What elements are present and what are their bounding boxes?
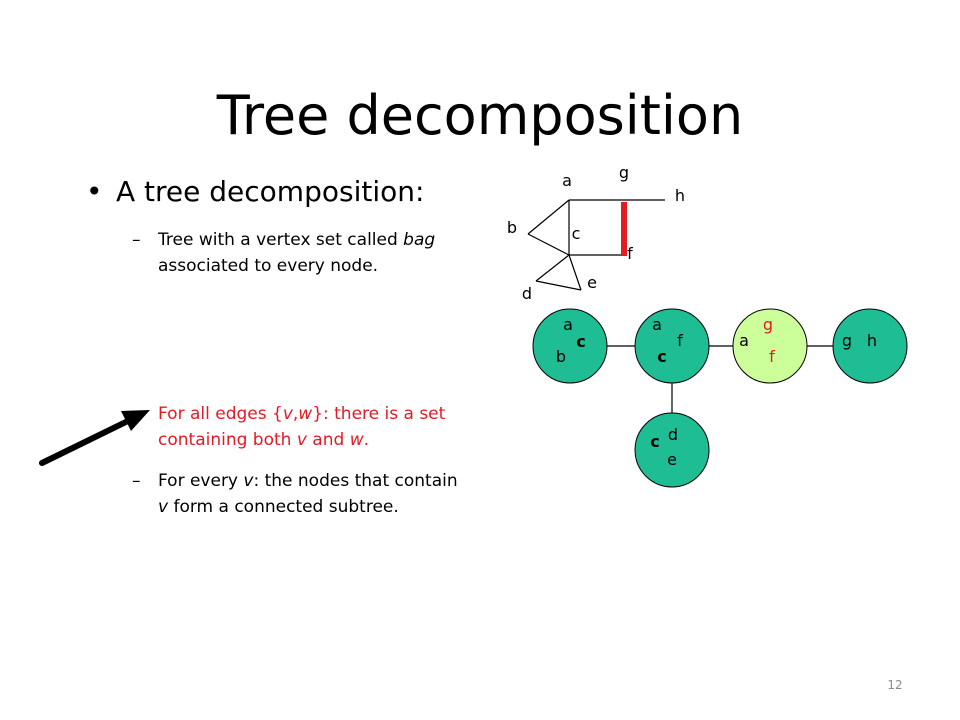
bag-agf-label-g: g bbox=[763, 315, 773, 334]
bag-agf-label-a: a bbox=[739, 331, 749, 350]
vertex-d-label: d bbox=[522, 284, 532, 303]
bag-abc-label-b: b bbox=[556, 347, 566, 366]
text-segment: bag bbox=[403, 230, 436, 250]
bag-abc-label-a: a bbox=[563, 315, 573, 334]
bag-cde-label-d: d bbox=[668, 425, 678, 444]
bag-acf-circle bbox=[634, 308, 710, 384]
edge-c-e bbox=[568, 254, 582, 291]
bag-cde-circle bbox=[634, 412, 710, 488]
bag-abc: a c b bbox=[532, 308, 608, 384]
bag-acf-label-f: f bbox=[677, 331, 683, 350]
vertex-g-label: g bbox=[619, 163, 629, 182]
point-edges-text: For all edges {v,w}: there is a set cont… bbox=[158, 401, 462, 453]
edge-c-d bbox=[535, 254, 570, 282]
graph-edges bbox=[527, 199, 665, 291]
pointer-arrow-icon bbox=[39, 410, 150, 466]
vertex-h-label: h bbox=[675, 186, 685, 205]
point-connected: – For every v: the nodes that contain v … bbox=[132, 468, 462, 520]
vertex-b-label: b bbox=[507, 218, 517, 237]
bag-cde-label-c: c bbox=[650, 432, 659, 451]
text-segment: }: there is a set containing both bbox=[158, 404, 446, 450]
bag-agf-label-f: f bbox=[769, 347, 775, 366]
text-segment: v bbox=[158, 497, 169, 517]
bag-cde-label-e: e bbox=[667, 450, 677, 469]
bag-gh: g h bbox=[832, 308, 908, 384]
vertex-a-label: a bbox=[562, 171, 572, 190]
main-bullet: • A tree decomposition: bbox=[86, 174, 424, 210]
bag-acf-label-c: c bbox=[657, 347, 666, 366]
point-edges: – For all edges {v,w}: there is a set co… bbox=[132, 401, 462, 453]
edge-d-e bbox=[535, 280, 582, 291]
tree-edges bbox=[570, 345, 870, 450]
main-bullet-text: A tree decomposition: bbox=[116, 175, 425, 208]
text-segment: and bbox=[306, 430, 350, 450]
text-segment: w bbox=[298, 404, 313, 424]
bag-abc-label-c: c bbox=[576, 332, 585, 351]
text-segment: associated to every node. bbox=[158, 256, 379, 276]
text-segment: For every bbox=[158, 471, 244, 491]
graph-vertex-labels: a g h b c f e d bbox=[507, 163, 685, 303]
slide-title: Tree decomposition bbox=[216, 84, 744, 147]
text-segment: : the nodes that contain bbox=[253, 471, 458, 491]
edge-b-c bbox=[527, 233, 570, 256]
point-bag: – Tree with a vertex set called bag asso… bbox=[132, 227, 462, 279]
bag-gh-label-h: h bbox=[867, 331, 877, 350]
bag-agf-circle bbox=[732, 308, 808, 384]
vertex-c-label: c bbox=[572, 224, 581, 243]
bag-acf-label-a: a bbox=[652, 315, 662, 334]
text-segment: For all edges { bbox=[158, 404, 283, 424]
bag-cde: c d e bbox=[634, 412, 710, 488]
text-segment: Tree with a vertex set called bbox=[158, 230, 404, 250]
vertex-f-label: f bbox=[627, 244, 633, 263]
vertex-e-label: e bbox=[587, 273, 597, 292]
bag-gh-label-g: g bbox=[842, 331, 852, 350]
text-segment: v bbox=[296, 430, 307, 450]
bag-gh-circle bbox=[832, 308, 908, 384]
text-segment: v bbox=[282, 404, 293, 424]
bag-abc-circle bbox=[532, 308, 608, 384]
point-bag-text: Tree with a vertex set called bag associ… bbox=[158, 227, 462, 279]
bag-agf: g a f bbox=[732, 308, 808, 384]
text-segment: form a connected subtree. bbox=[168, 497, 399, 517]
dash-marker: – bbox=[132, 471, 141, 491]
bullet-dot: • bbox=[86, 175, 103, 208]
text-segment: v bbox=[243, 471, 254, 491]
dash-marker: – bbox=[132, 230, 141, 250]
point-connected-text: For every v: the nodes that contain v fo… bbox=[158, 468, 462, 520]
bag-acf: a f c bbox=[634, 308, 710, 384]
text-segment: w bbox=[349, 430, 364, 450]
edge-a-b bbox=[527, 199, 570, 235]
text-segment: , bbox=[292, 404, 299, 424]
tree-bags: a c b a f c g a f g h c d e bbox=[532, 308, 908, 488]
text-segment: . bbox=[363, 430, 370, 450]
page-number: 12 bbox=[887, 678, 903, 692]
